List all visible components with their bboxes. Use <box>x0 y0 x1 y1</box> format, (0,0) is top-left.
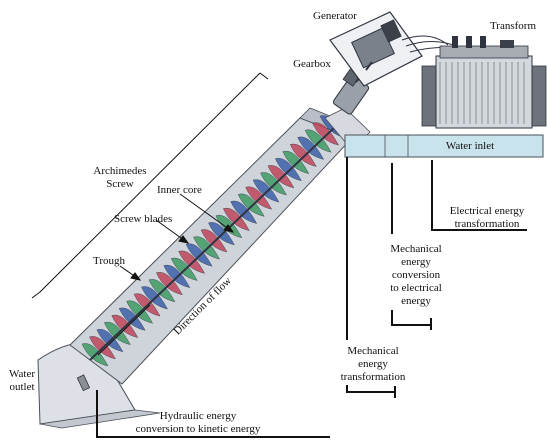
outlet-gate <box>76 374 91 392</box>
leader-arrows <box>97 193 235 356</box>
label-screw-blades: Screw blades <box>114 213 173 225</box>
screw-blade <box>275 158 302 182</box>
screw-blade <box>304 129 332 153</box>
label-mechanical-energy-transformation: Mechanical energy transformation <box>340 345 406 383</box>
screw-blade <box>223 207 250 231</box>
screw-blade <box>289 143 317 167</box>
transformer-unit <box>421 36 547 129</box>
inner-core-shaft <box>89 125 337 361</box>
screw-blade <box>282 150 310 174</box>
generator-unit <box>329 11 423 87</box>
label-gearbox: Gearbox <box>293 58 331 70</box>
screw-blade <box>260 172 287 196</box>
screw-blade <box>245 186 273 210</box>
label-electrical-energy-transformation: Electrical energy transformation <box>449 205 525 230</box>
label-trough: Trough <box>93 255 125 267</box>
screw-blade <box>267 165 295 189</box>
energy-brackets <box>96 157 527 438</box>
label-hydraulic-to-kinetic: Hydraulic energy conversion to kinetic e… <box>135 410 261 435</box>
label-mechanical-to-electrical: Mechanical energy conversion to electric… <box>390 243 442 307</box>
label-water-outlet: Water outlet <box>9 368 35 393</box>
screw-blade <box>297 136 325 160</box>
archimedes-screw-bracket <box>31 72 269 299</box>
label-archimedes-screw: Archimedes Screw <box>93 165 147 190</box>
screw-blade <box>237 193 265 217</box>
screw-blade <box>252 179 280 203</box>
label-transform: Transform <box>489 20 537 32</box>
label-generator: Generator <box>313 10 357 22</box>
water-inlet-channel <box>344 134 544 158</box>
screw-blade <box>230 200 258 224</box>
outlet-floor <box>39 409 161 429</box>
transformer-fins <box>439 62 525 124</box>
label-water-inlet: Water inlet <box>445 140 495 152</box>
label-inner-core: Inner core <box>157 184 202 196</box>
screw-blade <box>312 122 339 146</box>
